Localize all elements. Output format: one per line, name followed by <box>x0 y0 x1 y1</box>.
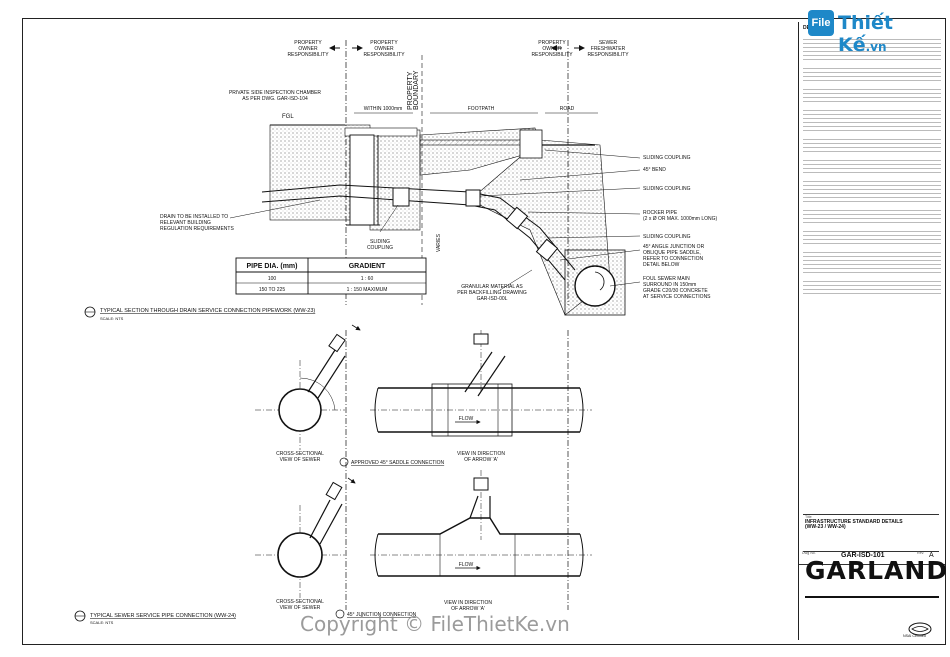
garland-logo: GARLAND <box>805 556 949 585</box>
note-line <box>803 249 941 275</box>
note-line <box>803 157 941 175</box>
right-label-2: SLIDING COUPLING <box>643 186 691 192</box>
within-label: WITHIN 1000mm <box>364 106 403 112</box>
label-leaders <box>229 149 641 291</box>
drawing-sheet-border <box>22 18 946 645</box>
right-label-0: SLIDING COUPLING <box>643 155 691 161</box>
logo-tld: .vn <box>865 40 887 54</box>
table-cell-0-0: 100 <box>268 276 277 282</box>
section1-title: TYPICAL SECTION THROUGH DRAIN SERVICE CO… <box>100 308 315 314</box>
road-label: ROAD <box>560 106 575 112</box>
general-notes <box>803 36 941 522</box>
note-line <box>803 207 941 225</box>
junction-side-view <box>370 470 592 577</box>
sewer-main <box>564 249 626 316</box>
dwg-no-label: Dwg No. <box>802 551 816 555</box>
brand-rule <box>805 596 939 598</box>
dwg-no: GAR-ISD-101 <box>841 552 885 559</box>
rev-value: A <box>929 552 934 559</box>
section2-title: TYPICAL SEWER SERVICE PIPE CONNECTION (W… <box>90 613 236 619</box>
right-label-1: 45° BEND <box>643 167 666 173</box>
flow-label-2: FLOW <box>459 562 474 568</box>
junction-cross-section <box>255 477 356 598</box>
section1-scale: SCALE: NTS <box>100 316 124 321</box>
table-header-0: PIPE DIA. (mm) <box>247 263 298 270</box>
drawing-number-box: Dwg No. GAR-ISD-101 Rev. A <box>799 550 945 565</box>
section1-caption: TYPICAL SECTION THROUGH DRAIN SERVICE CO… <box>84 306 315 321</box>
rev-label: Rev. <box>917 551 925 555</box>
filethietke-logo: File Thiết Kế.vn <box>808 8 948 56</box>
fgl-label: FGL <box>282 114 294 120</box>
saddle-side-view <box>370 330 592 437</box>
flow-label-1: FLOW <box>459 416 474 422</box>
table-header-1: GRADIENT <box>349 263 386 270</box>
sliding-couplings <box>392 187 559 262</box>
note-line <box>803 178 941 204</box>
note-line <box>803 65 941 83</box>
note-line <box>803 228 941 246</box>
junction-title: 45° JUNCTION CONNECTION <box>347 612 417 618</box>
logo-box: File <box>808 10 834 36</box>
varies-label: VARIES <box>436 233 442 252</box>
section2-scale: SCALE: NTS <box>90 620 114 625</box>
note-line <box>803 136 941 154</box>
title-label: Title <box>805 515 812 519</box>
right-label-3: ROCKER PIPE(2 x Ø OR MAX. 1000mm LONG) <box>643 210 718 222</box>
seal-text: NSAI Certified <box>903 634 926 638</box>
gradient-table: PIPE DIA. (mm) GRADIENT 100 1 : 60 150 T… <box>235 257 427 295</box>
approved-caption: APPROVED 45° SADDLE CONNECTION <box>339 457 445 467</box>
copyright-watermark: Copyright © FileThietKe.vn <box>300 612 570 636</box>
title-block-header: DE <box>803 25 810 31</box>
note-line <box>803 36 941 62</box>
approved-saddle-title: APPROVED 45° SADDLE CONNECTION <box>351 460 445 466</box>
logo-site-text: Thiết Kế <box>838 12 893 56</box>
drawing-title: INFRASTRUCTURE STANDARD DETAILS (WW-23 /… <box>805 519 903 530</box>
right-label-4: SLIDING COUPLING <box>643 234 691 240</box>
drain-pipe <box>261 184 576 281</box>
title-block: DE Title INFRASTRUCTURE STANDARD DETAILS… <box>798 22 949 640</box>
drawing-title-box: Title INFRASTRUCTURE STANDARD DETAILS (W… <box>803 514 939 552</box>
table-cell-0-1: 1 : 60 <box>361 276 374 282</box>
note-line <box>803 278 941 296</box>
table-cell-1-0: 150 TO 225 <box>259 287 285 293</box>
note-line <box>803 107 941 133</box>
note-line <box>803 86 941 104</box>
footpath-label: FOOTPATH <box>468 106 495 112</box>
table-cell-1-1: 1 : 150 MAXIMUM <box>347 287 388 293</box>
inspection-chamber <box>346 134 380 226</box>
section2-caption: TYPICAL SEWER SERVICE PIPE CONNECTION (W… <box>74 609 417 625</box>
property-boundary-label: PROPERTYBOUNDARY <box>407 70 420 110</box>
saddle-cross-section <box>255 324 361 450</box>
garland-seal-icon <box>908 622 932 636</box>
